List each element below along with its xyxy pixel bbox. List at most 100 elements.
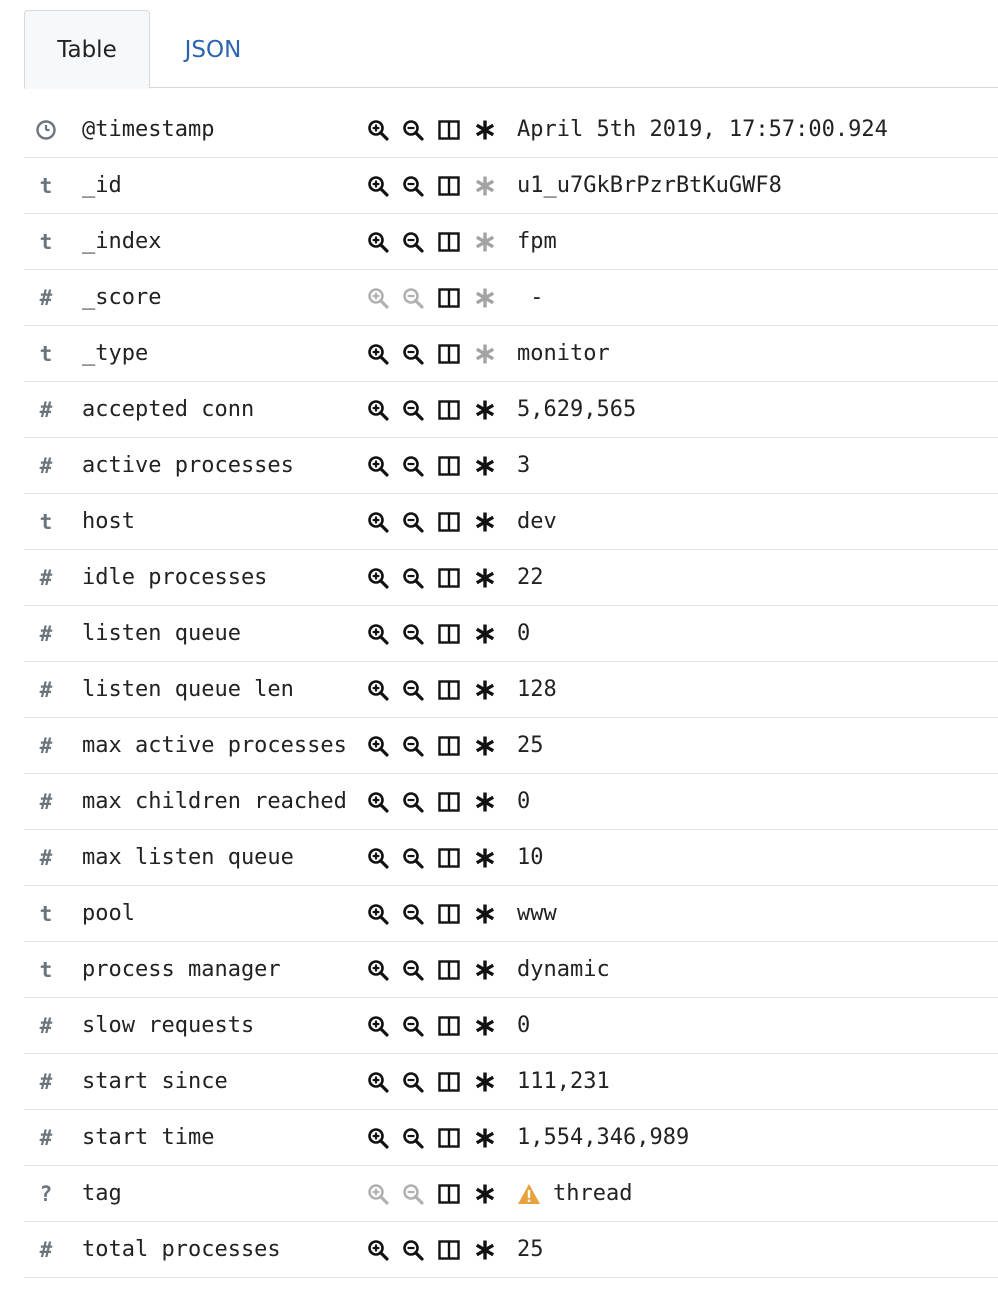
filter-out-value-icon[interactable] [401,678,425,702]
filter-for-value-icon[interactable] [366,566,390,590]
toggle-column-icon[interactable] [437,790,461,814]
filter-for-value-icon[interactable] [366,678,390,702]
filter-for-value-icon[interactable] [366,118,390,142]
filter-exists-icon[interactable] [473,1238,497,1262]
filter-for-value-icon[interactable] [366,398,390,422]
filter-exists-icon[interactable] [473,1182,497,1206]
toggle-column-icon[interactable] [437,286,461,310]
toggle-column-icon[interactable] [437,1070,461,1094]
filter-out-value-icon[interactable] [401,566,425,590]
toggle-column-icon[interactable] [437,1182,461,1206]
filter-for-value-icon[interactable] [366,734,390,758]
field-name: max children reached [82,789,347,814]
toggle-column-icon[interactable] [437,622,461,646]
toggle-column-icon[interactable] [437,510,461,534]
filter-for-value-icon[interactable] [366,958,390,982]
filter-out-value-icon[interactable] [401,622,425,646]
toggle-column-icon[interactable] [437,734,461,758]
filter-exists-icon[interactable] [473,454,497,478]
filter-out-value-icon[interactable] [401,958,425,982]
field-type-icon: # [39,734,53,758]
field-value-text: dynamic [517,957,610,982]
filter-for-value-icon[interactable] [366,1238,390,1262]
toggle-column-icon[interactable] [437,398,461,422]
toggle-column-icon[interactable] [437,1014,461,1038]
filter-out-value-icon[interactable] [401,734,425,758]
toggle-column-icon[interactable] [437,230,461,254]
field-type-icon: # [39,622,53,646]
filter-exists-icon[interactable] [473,1014,497,1038]
filter-exists-icon[interactable] [473,510,497,534]
filter-for-value-icon[interactable] [366,1014,390,1038]
filter-for-value-icon[interactable] [366,1070,390,1094]
toggle-column-icon[interactable] [437,1126,461,1150]
filter-exists-icon[interactable] [473,734,497,758]
filter-out-value-icon[interactable] [401,174,425,198]
filter-for-value-icon[interactable] [366,454,390,478]
filter-exists-icon[interactable] [473,678,497,702]
filter-exists-icon[interactable] [473,286,497,310]
filter-out-value-icon[interactable] [401,230,425,254]
filter-out-value-icon[interactable] [401,846,425,870]
field-name: _id [82,173,122,198]
toggle-column-icon[interactable] [437,902,461,926]
toggle-column-icon[interactable] [437,1238,461,1262]
filter-out-value-icon[interactable] [401,510,425,534]
filter-for-value-icon[interactable] [366,342,390,366]
filter-out-value-icon[interactable] [401,286,425,310]
filter-for-value-icon[interactable] [366,230,390,254]
filter-out-value-icon[interactable] [401,1182,425,1206]
filter-exists-icon[interactable] [473,566,497,590]
filter-out-value-icon[interactable] [401,118,425,142]
filter-for-value-icon[interactable] [366,286,390,310]
filter-out-value-icon[interactable] [401,454,425,478]
filter-for-value-icon[interactable] [366,790,390,814]
toggle-column-icon[interactable] [437,678,461,702]
filter-out-value-icon[interactable] [401,902,425,926]
filter-out-value-icon[interactable] [401,1014,425,1038]
filter-exists-icon[interactable] [473,342,497,366]
filter-exists-icon[interactable] [473,622,497,646]
filter-for-value-icon[interactable] [366,510,390,534]
filter-out-value-icon[interactable] [401,342,425,366]
toggle-column-icon[interactable] [437,958,461,982]
toggle-column-icon[interactable] [437,846,461,870]
toggle-column-icon[interactable] [437,566,461,590]
toggle-column-icon[interactable] [437,174,461,198]
field-value: 0 [517,606,530,662]
field-name: listen queue [82,621,241,646]
field-value-text: - [517,285,544,310]
field-type-icon: t [39,174,53,198]
filter-exists-icon[interactable] [473,230,497,254]
filter-exists-icon[interactable] [473,1070,497,1094]
filter-out-value-icon[interactable] [401,1070,425,1094]
field-name: pool [82,901,135,926]
filter-out-value-icon[interactable] [401,1126,425,1150]
filter-exists-icon[interactable] [473,118,497,142]
field-value: 5,629,565 [517,382,636,438]
tab-json[interactable]: JSON [184,36,242,63]
filter-out-value-icon[interactable] [401,1238,425,1262]
filter-exists-icon[interactable] [473,1126,497,1150]
filter-for-value-icon[interactable] [366,1126,390,1150]
toggle-column-icon[interactable] [437,118,461,142]
filter-exists-icon[interactable] [473,902,497,926]
filter-for-value-icon[interactable] [366,902,390,926]
filter-out-value-icon[interactable] [401,790,425,814]
filter-exists-icon[interactable] [473,958,497,982]
filter-for-value-icon[interactable] [366,174,390,198]
filter-exists-icon[interactable] [473,174,497,198]
filter-for-value-icon[interactable] [366,1182,390,1206]
toggle-column-icon[interactable] [437,342,461,366]
filter-for-value-icon[interactable] [366,622,390,646]
tab-table[interactable]: Table [24,10,150,89]
filter-exists-icon[interactable] [473,398,497,422]
filter-exists-icon[interactable] [473,790,497,814]
filter-exists-icon[interactable] [473,846,497,870]
field-name: @timestamp [82,117,215,142]
filter-for-value-icon[interactable] [366,846,390,870]
toggle-column-icon[interactable] [437,454,461,478]
filter-out-value-icon[interactable] [401,398,425,422]
